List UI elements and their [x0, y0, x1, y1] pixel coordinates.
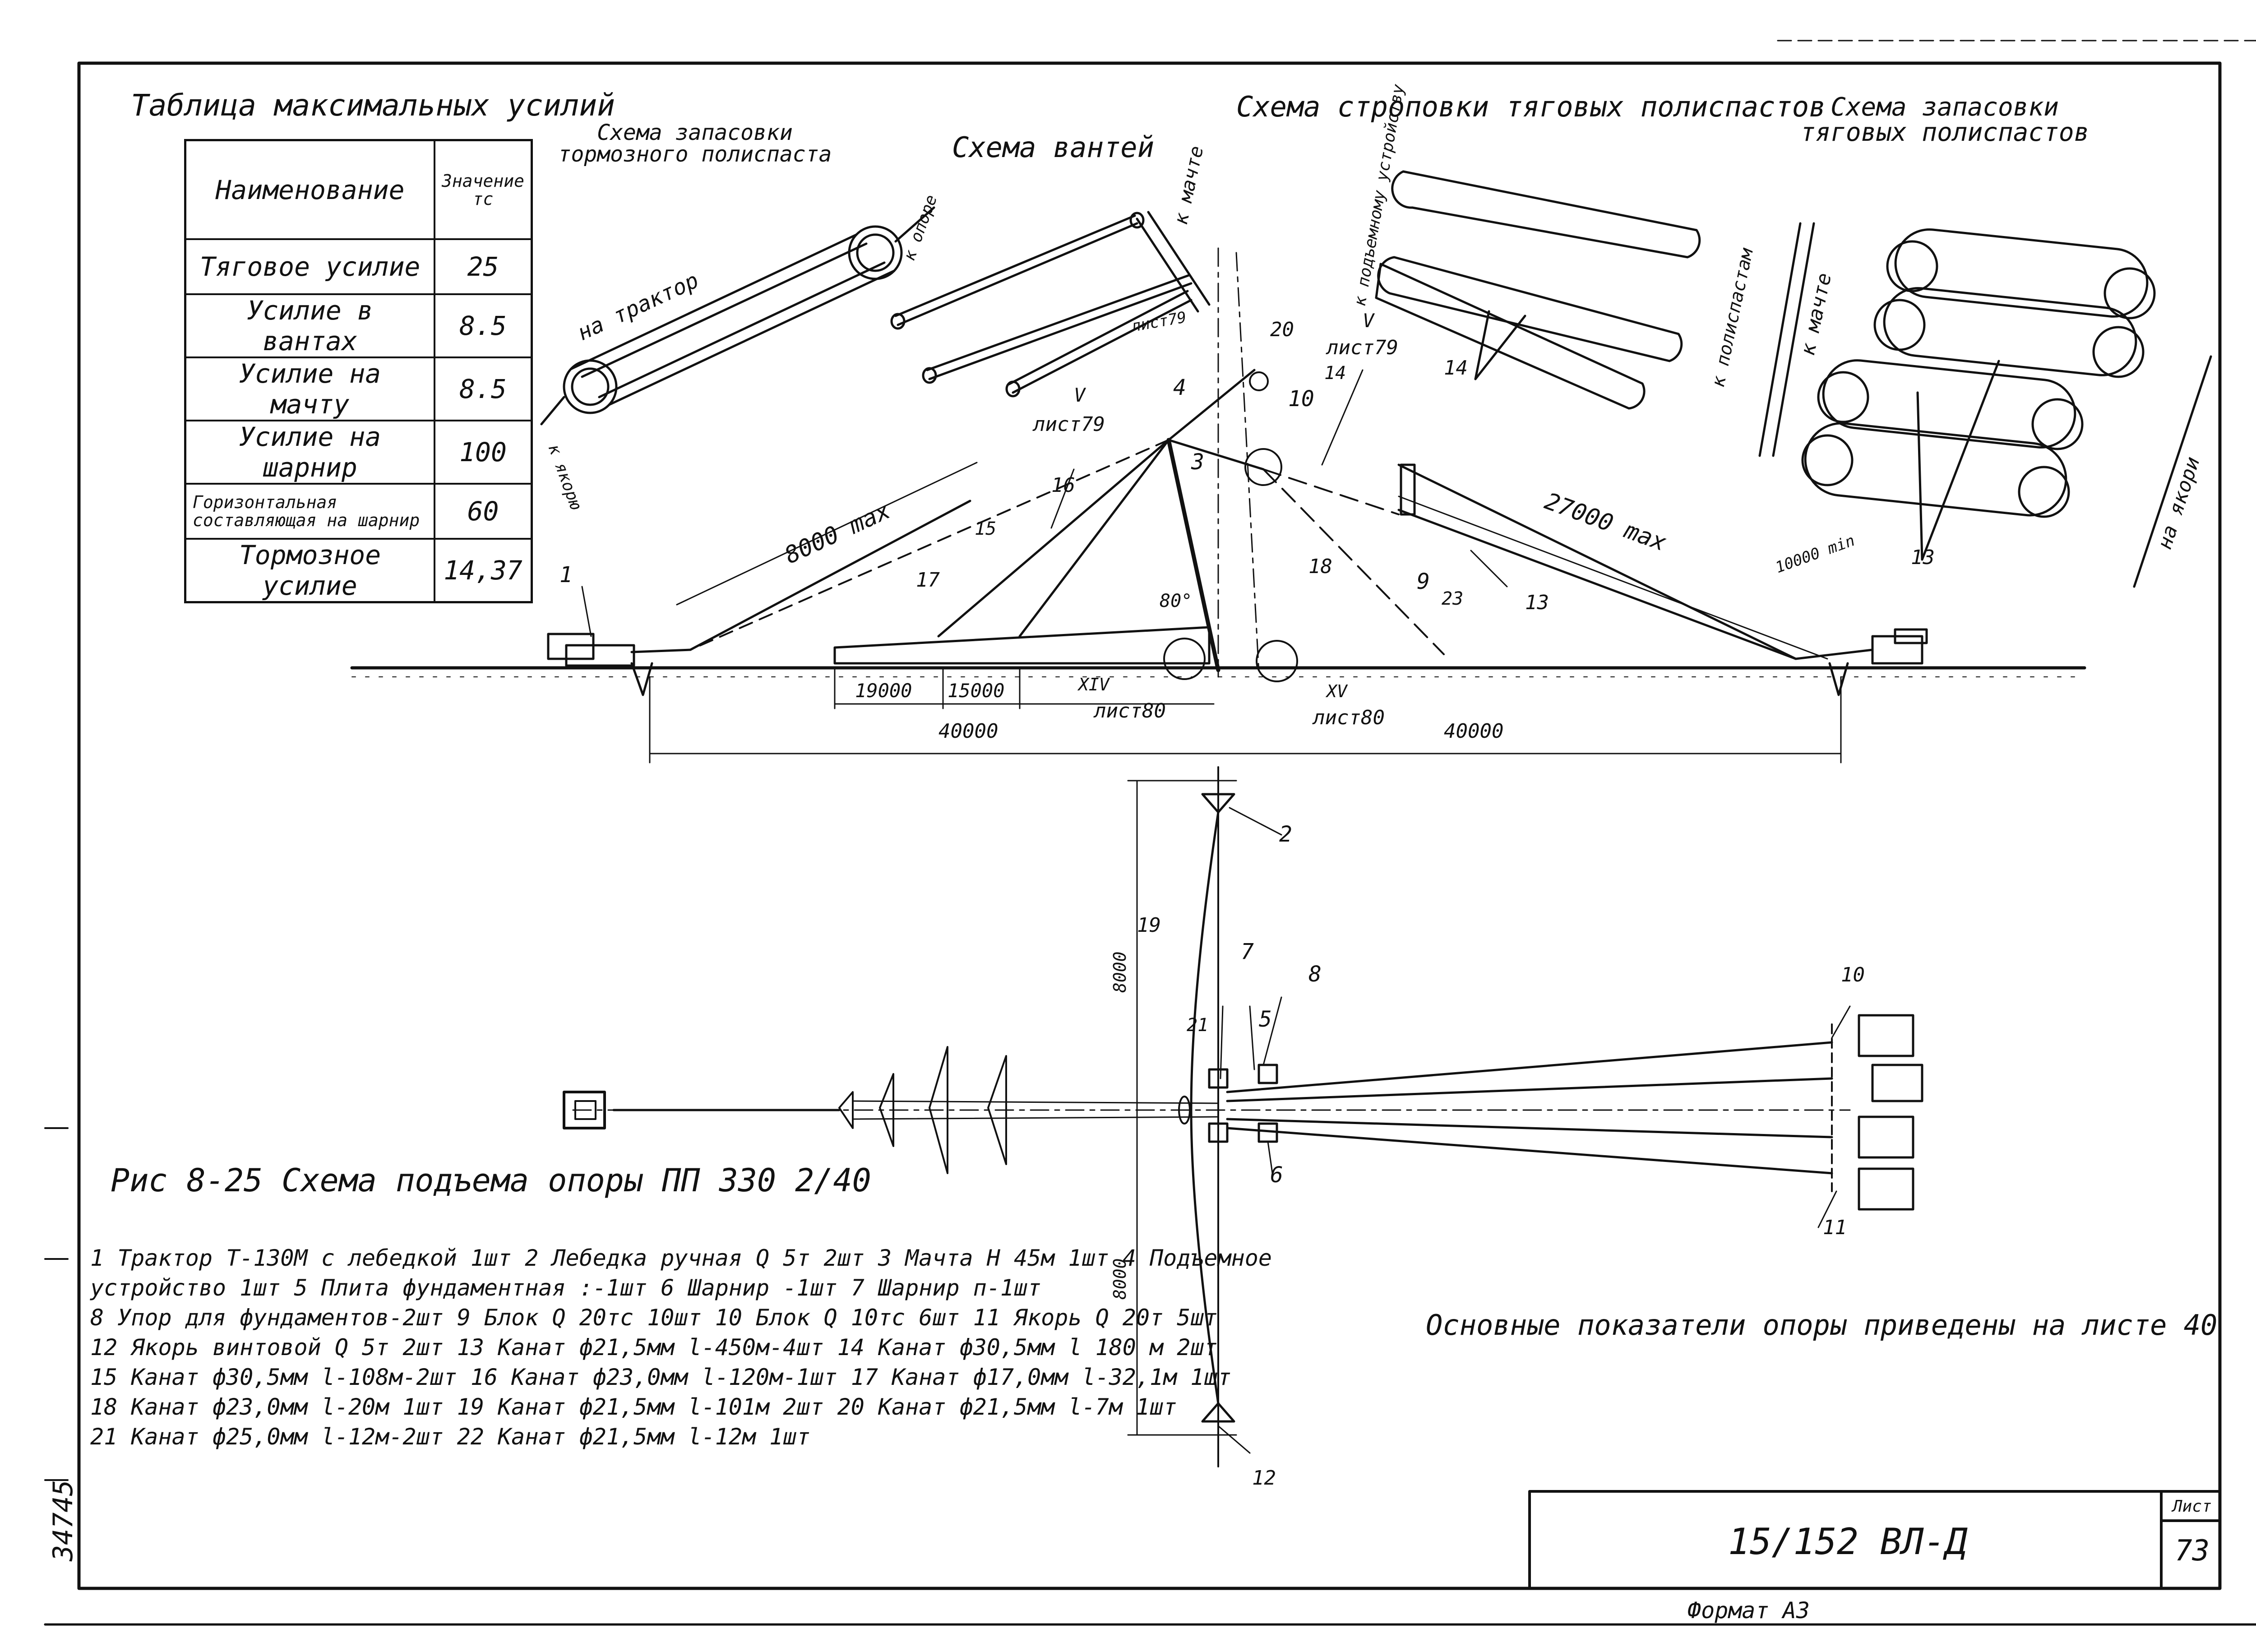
ref-v-b-sheet: лист79 — [1326, 336, 1398, 359]
callout-17: 17 — [916, 569, 940, 592]
ref-xv-sheet: лист80 — [1312, 706, 1385, 729]
outer-frame — [77, 61, 2222, 1590]
dim-27000max: 27000 max — [1541, 488, 1670, 557]
callout-21: 21 — [1187, 1015, 1208, 1036]
callout-10-elev: 10 — [1288, 386, 1314, 412]
dim-40000-right: 40000 — [1444, 720, 1503, 743]
inventory-number: 34745 — [47, 1480, 79, 1562]
dim-15000: 15000 — [948, 680, 1004, 702]
callout-9: 9 — [1417, 569, 1430, 594]
table-header-name: Наименование — [184, 139, 435, 240]
callout-12: 12 — [1252, 1467, 1276, 1490]
table-row: Тормозное усилие 14,37 — [184, 538, 533, 603]
reeving-scheme-title: Схема запасовки тяговых полиспастов — [1800, 93, 2090, 147]
legend-line: 1 Трактор Т-130М с лебедкой 1шт 2 Лебедк… — [90, 1245, 1272, 1271]
label-to-support: к опоре — [900, 192, 941, 263]
callout-10-plan: 10 — [1841, 963, 1865, 986]
callout-8: 8 — [1308, 962, 1322, 987]
callout-1: 1 — [559, 562, 573, 588]
callout-5: 5 — [1259, 1007, 1272, 1032]
dim-8000-lower: 8000 — [1110, 1258, 1130, 1300]
elevation-view — [350, 247, 2086, 764]
sling-scheme-title: Схема строповки тяговых полиспастов — [1236, 90, 1826, 123]
table-title: Таблица максимальных усилий — [131, 88, 615, 123]
parts-legend: 1 Трактор Т-130М с лебедкой 1шт 2 Лебедк… — [90, 1243, 1272, 1452]
ref-v: V — [1074, 384, 1086, 406]
label-to-polyspasts: к полиспастам — [1708, 245, 1757, 389]
stamp-sheet-label: Лист — [2173, 1497, 2212, 1516]
sling-scheme — [1375, 170, 1701, 410]
label-to-anchors: на якори — [2153, 454, 2205, 552]
callout-23: 23 — [1442, 588, 1463, 609]
legend-line: устройство 1шт 5 Плита фундаментная :-1ш… — [90, 1275, 1041, 1301]
callout-7: 7 — [1241, 939, 1254, 964]
stamp-code: 15/152 ВЛ-Д — [1728, 1521, 1967, 1563]
legend-line: 21 Канат ф25,0мм l-12м-2шт 22 Канат ф21,… — [90, 1424, 810, 1450]
table-row: Усилие на шарнир 100 — [184, 420, 533, 485]
callout-18: 18 — [1308, 555, 1332, 578]
ref-xiv-sheet: лист80 — [1093, 699, 1166, 722]
callout-13-elev: 13 — [1525, 591, 1549, 614]
callout-2: 2 — [1279, 822, 1292, 847]
forces-table: Наименование Значение тс Тяговое усилие … — [184, 139, 533, 603]
format-label: Формат А3 — [1687, 1597, 1810, 1624]
guys-scheme-title: Схема вантей — [952, 131, 1154, 164]
callout-14-sling: 14 — [1444, 356, 1468, 379]
callout-15: 15 — [975, 518, 996, 539]
callout-20: 20 — [1270, 318, 1294, 341]
figure-title: Рис 8-25 Схема подъема опоры ПП 330 2/40 — [111, 1162, 871, 1199]
table-row: Тяговое усилие 25 — [184, 238, 533, 295]
table-header-value: Значение тс — [434, 139, 533, 240]
reeving-scheme — [1758, 222, 2212, 588]
legend-line: 18 Канат ф23,0мм l-20м 1шт 19 Канат ф21,… — [90, 1394, 1177, 1420]
table-row: Усилие на мачту 8.5 — [184, 356, 533, 421]
label-to-anchor: к якорю — [545, 442, 585, 513]
dim-19000: 19000 — [855, 680, 912, 702]
label-sheet79-a: лист79 — [1129, 308, 1188, 336]
note-text: Основные показатели опоры приведены на л… — [1426, 1309, 2218, 1342]
ref-xiv: XIV — [1077, 675, 1110, 694]
dim-angle-80: 80° — [1160, 591, 1192, 611]
callout-14-elev: 14 — [1324, 363, 1346, 384]
ref-xv: XV — [1325, 681, 1348, 701]
label-to-mast: к мачте — [1170, 144, 1208, 227]
callout-11: 11 — [1823, 1216, 1847, 1239]
table-row: Усилие в вантах 8.5 — [184, 293, 533, 358]
brake-polyspast-scheme — [540, 206, 935, 426]
ref-v-b: V — [1363, 310, 1375, 332]
dim-40000-left: 40000 — [938, 720, 998, 743]
brake-scheme-title: Схема запасовки тормозного полиспаста — [558, 120, 832, 167]
ref-v-sheet: лист79 — [1032, 413, 1105, 436]
callout-4: 4 — [1173, 375, 1186, 400]
guys-scheme — [890, 211, 1211, 398]
stamp-sheet-number: 73 — [2175, 1534, 2210, 1568]
label-to-tractor: на трактор — [573, 268, 703, 346]
callout-19: 19 — [1137, 914, 1161, 937]
callout-16: 16 — [1051, 474, 1075, 497]
legend-line: 12 Якорь винтовой Q 5т 2шт 13 Канат ф21,… — [90, 1334, 1218, 1360]
plan-view — [563, 766, 1923, 1467]
dim-8000max: 8000 max — [781, 497, 894, 569]
callout-6: 6 — [1270, 1162, 1283, 1188]
dim-10000min: 10000 min — [1773, 532, 1857, 577]
legend-line: 8 Упор для фундаментов-2шт 9 Блок Q 20тс… — [90, 1305, 1218, 1331]
table-row: Горизонтальная составляющая на шарнир 60 — [184, 483, 533, 540]
dim-8000-upper: 8000 — [1110, 951, 1130, 993]
callout-13-reeve: 13 — [1911, 546, 1935, 569]
callout-3: 3 — [1191, 449, 1204, 475]
legend-line: 15 Канат ф30,5мм l-108м-2шт 16 Канат ф23… — [90, 1364, 1231, 1390]
title-block — [1528, 1490, 2221, 1590]
